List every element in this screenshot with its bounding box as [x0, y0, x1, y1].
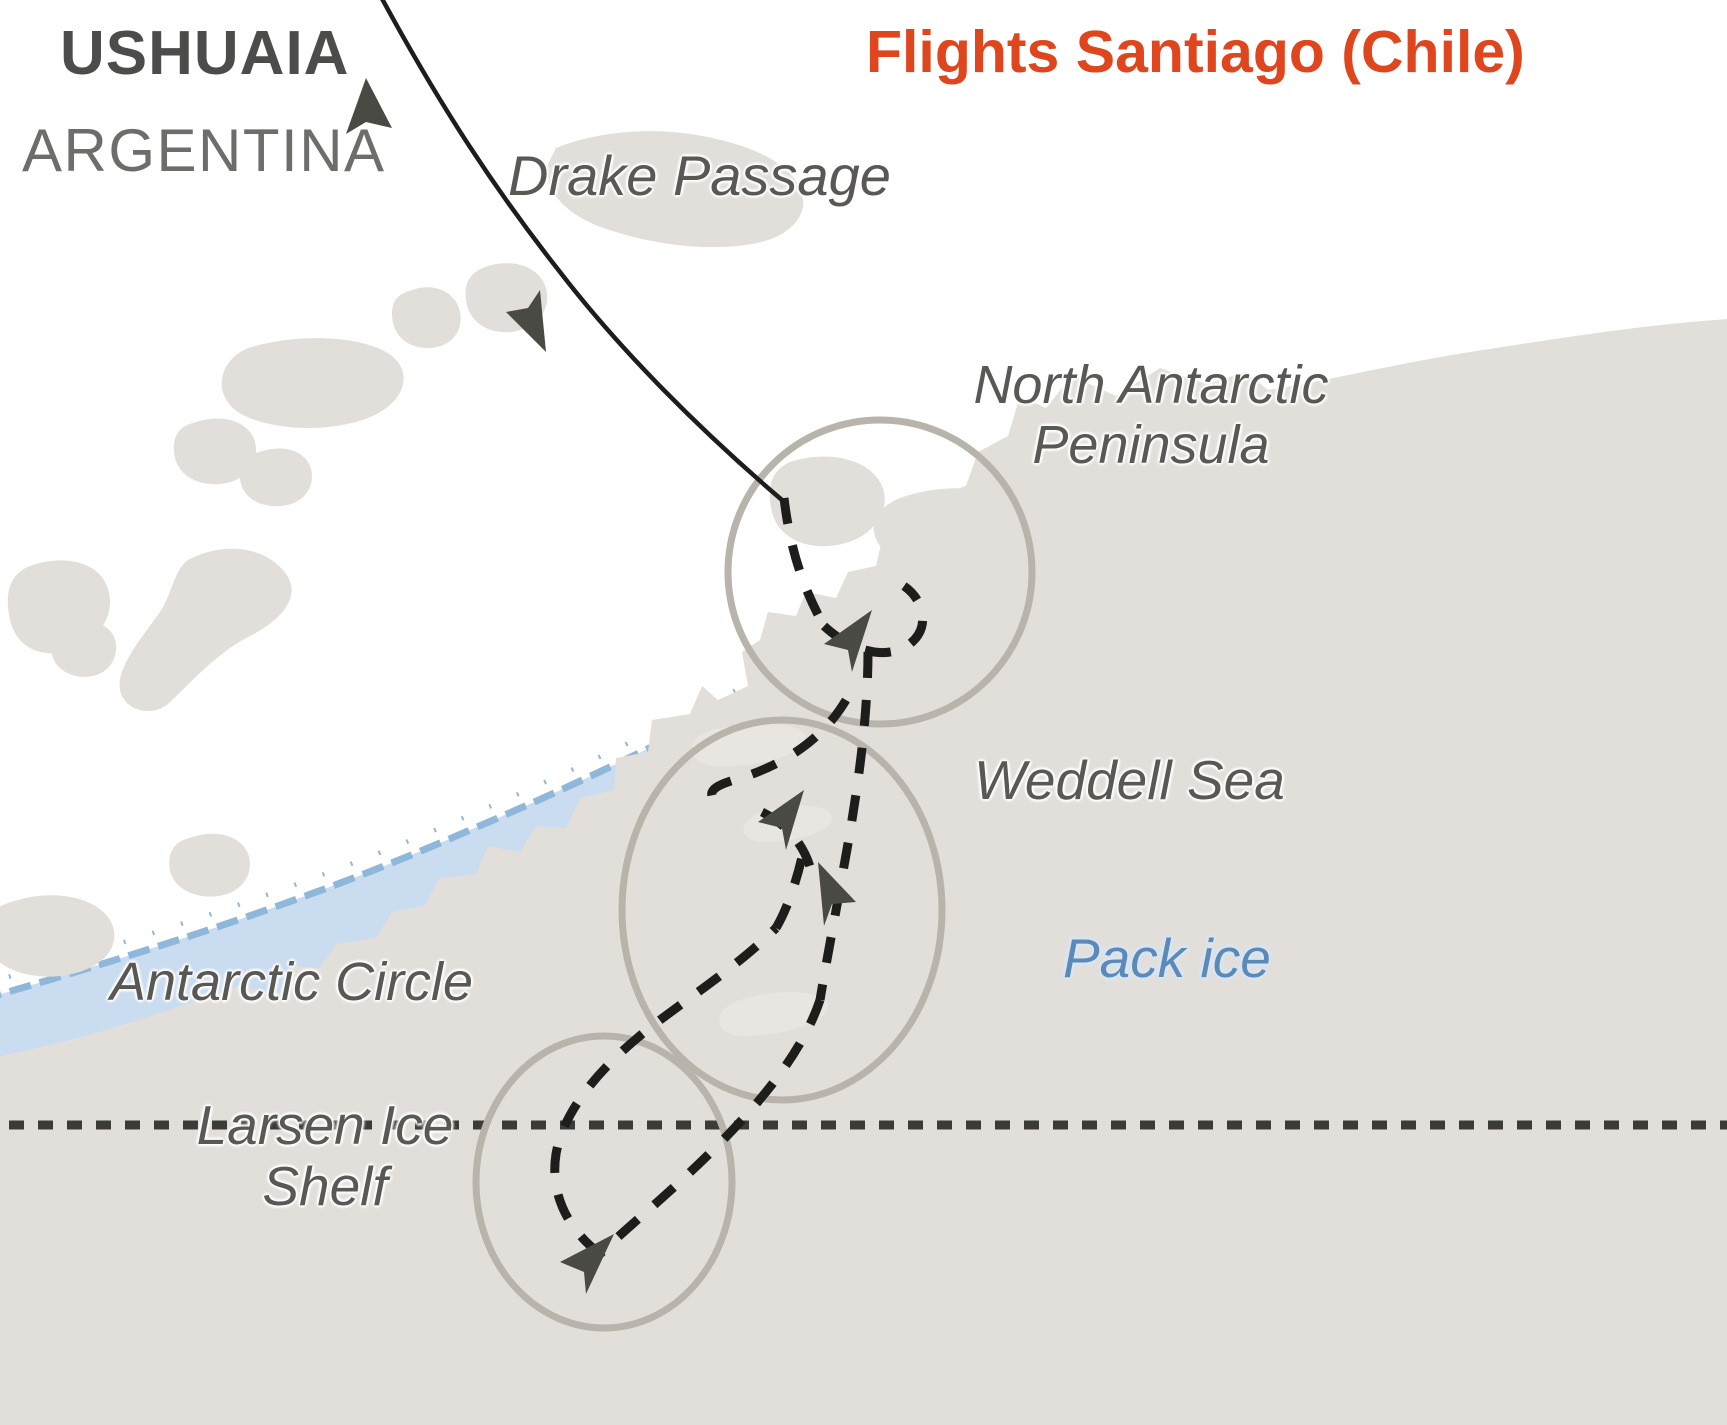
flight-arrow-south: [506, 290, 546, 352]
island-tiny-sw2: [169, 833, 250, 897]
antarctic-peninsula-land: [284, 319, 1727, 1425]
island-shetland-small: [392, 287, 461, 348]
route-arrow-north-zone: [824, 610, 872, 672]
island-shetland-large: [546, 131, 804, 248]
island-peninsula-north: [769, 456, 885, 547]
island-small-w2: [239, 448, 312, 507]
larsen-ice-shelf-land: [0, 986, 372, 1425]
zone-circles: [472, 416, 1036, 1332]
island-tiny-sw: [51, 621, 117, 677]
island-round-w: [173, 418, 256, 485]
route-larsen-loop: [550, 924, 780, 1258]
landmass-group: [0, 131, 1727, 1425]
ice-floe-mid-2: [719, 992, 828, 1036]
island-elongated-nw: [221, 338, 404, 429]
route-mid-return: [772, 837, 811, 931]
route-north-loop-east: [820, 582, 928, 658]
route-to-larsen: [596, 998, 825, 1258]
route-mid-west: [707, 697, 850, 806]
route-direction-arrows: [560, 610, 872, 1294]
route-north-entry: [779, 497, 828, 629]
route-south-main: [815, 651, 873, 1001]
route-arrow-mid-west: [758, 790, 804, 850]
flight-arrow-north: [346, 78, 392, 134]
island-long-chain: [119, 548, 292, 712]
zone-north-antarctic-peninsula: [724, 416, 1036, 728]
larsen-small-lobe: [0, 1095, 89, 1183]
island-peninsula-east: [873, 488, 1036, 572]
route-arrow-larsen: [560, 1234, 614, 1294]
flight-track: [346, 0, 785, 503]
island-peninsula-se: [849, 591, 932, 649]
zone-mid-peninsula: [618, 716, 946, 1104]
island-sw-coast: [0, 895, 115, 977]
zone-larsen: [472, 1032, 736, 1332]
route-arrow-mid-south: [818, 862, 856, 926]
